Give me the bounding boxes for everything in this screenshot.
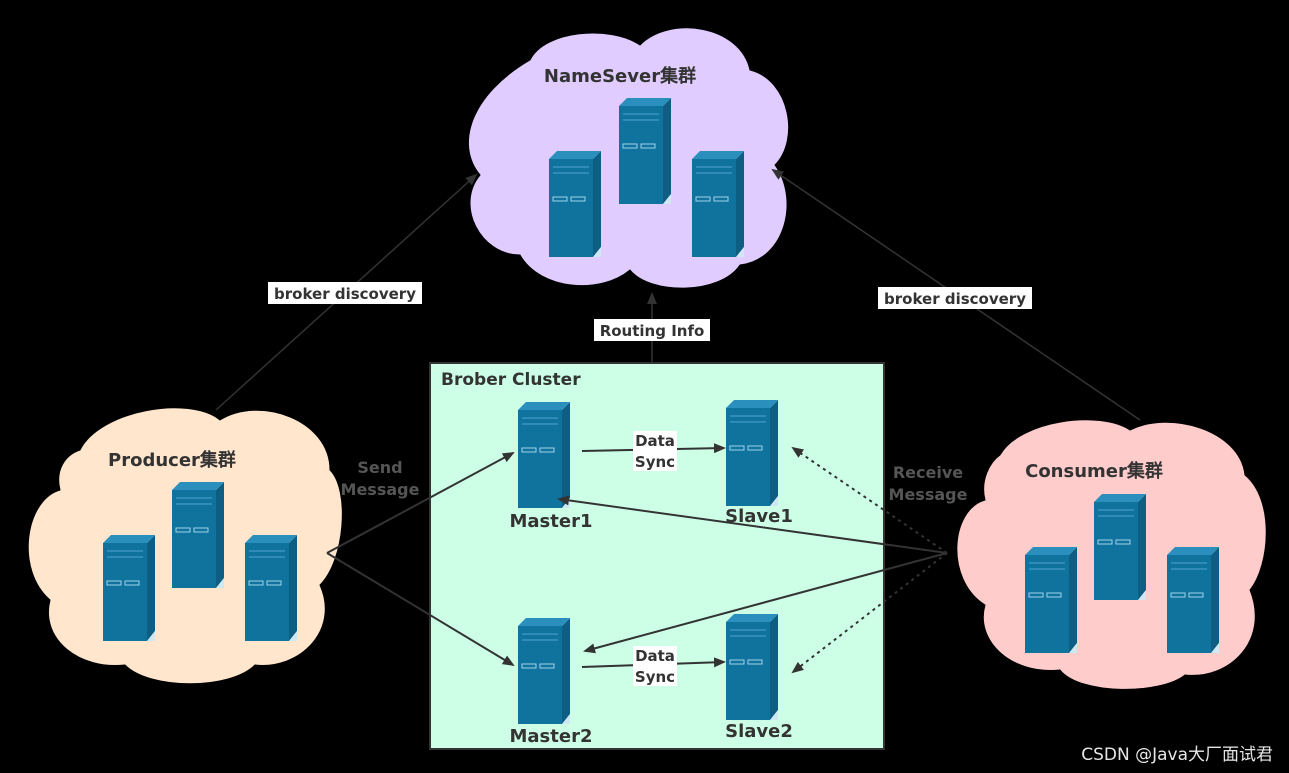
producer-server-icon-2 xyxy=(102,534,156,642)
master2-label: Master2 xyxy=(510,726,593,747)
data-sync-2-line2: Sync xyxy=(635,668,675,686)
watermark-text: CSDN @Java大厂面试君 xyxy=(1081,745,1273,765)
consumer-server-icon-3 xyxy=(1166,546,1220,654)
slave2-server-icon xyxy=(725,613,779,721)
routing-info-label: Routing Info xyxy=(600,322,705,340)
send-arrow-master1 xyxy=(326,452,515,554)
send-arrow-master2 xyxy=(326,552,515,667)
consumer-discovery-label: broker discovery xyxy=(884,290,1026,308)
slave1-server-icon xyxy=(725,399,779,507)
receive-arrow-slave1 xyxy=(791,446,948,554)
receive-message-line2: Message xyxy=(889,485,968,504)
producer-discovery-label: broker discovery xyxy=(274,285,416,303)
receive-message-line1: Receive xyxy=(893,463,963,482)
nameserver-server-icon-3 xyxy=(691,150,745,258)
slave2-label: Slave2 xyxy=(725,721,793,742)
consumer-server-icon-2 xyxy=(1024,546,1078,654)
consumer-server-icon-1 xyxy=(1093,493,1147,601)
producer-server-icon-1 xyxy=(171,481,225,589)
broker-cluster-box xyxy=(429,362,885,750)
send-message-line1: Send xyxy=(357,458,402,477)
receive-arrow-master2 xyxy=(583,552,948,654)
send-message-line2: Message xyxy=(341,480,420,499)
data-sync-1-line2: Sync xyxy=(635,453,675,471)
broker-cluster-title: Brober Cluster xyxy=(441,370,581,390)
master1-label: Master1 xyxy=(510,511,593,532)
consumer-title: Consumer集群 xyxy=(1025,460,1163,482)
receive-arrow-master1 xyxy=(557,495,948,554)
producer-server-icon-3 xyxy=(244,534,298,642)
producer-title: Producer集群 xyxy=(108,449,236,471)
nameserver-server-icon-2 xyxy=(548,150,602,258)
nameserver-title: NameSever集群 xyxy=(544,65,696,87)
nameserver-server-icon-1 xyxy=(618,97,672,205)
master1-server-icon xyxy=(517,401,571,509)
slave1-label: Slave1 xyxy=(725,506,793,527)
data-sync-1-line1: Data xyxy=(635,432,675,450)
master2-server-icon xyxy=(517,617,571,725)
receive-arrow-slave2 xyxy=(791,552,948,674)
data-sync-2-line1: Data xyxy=(635,647,675,665)
